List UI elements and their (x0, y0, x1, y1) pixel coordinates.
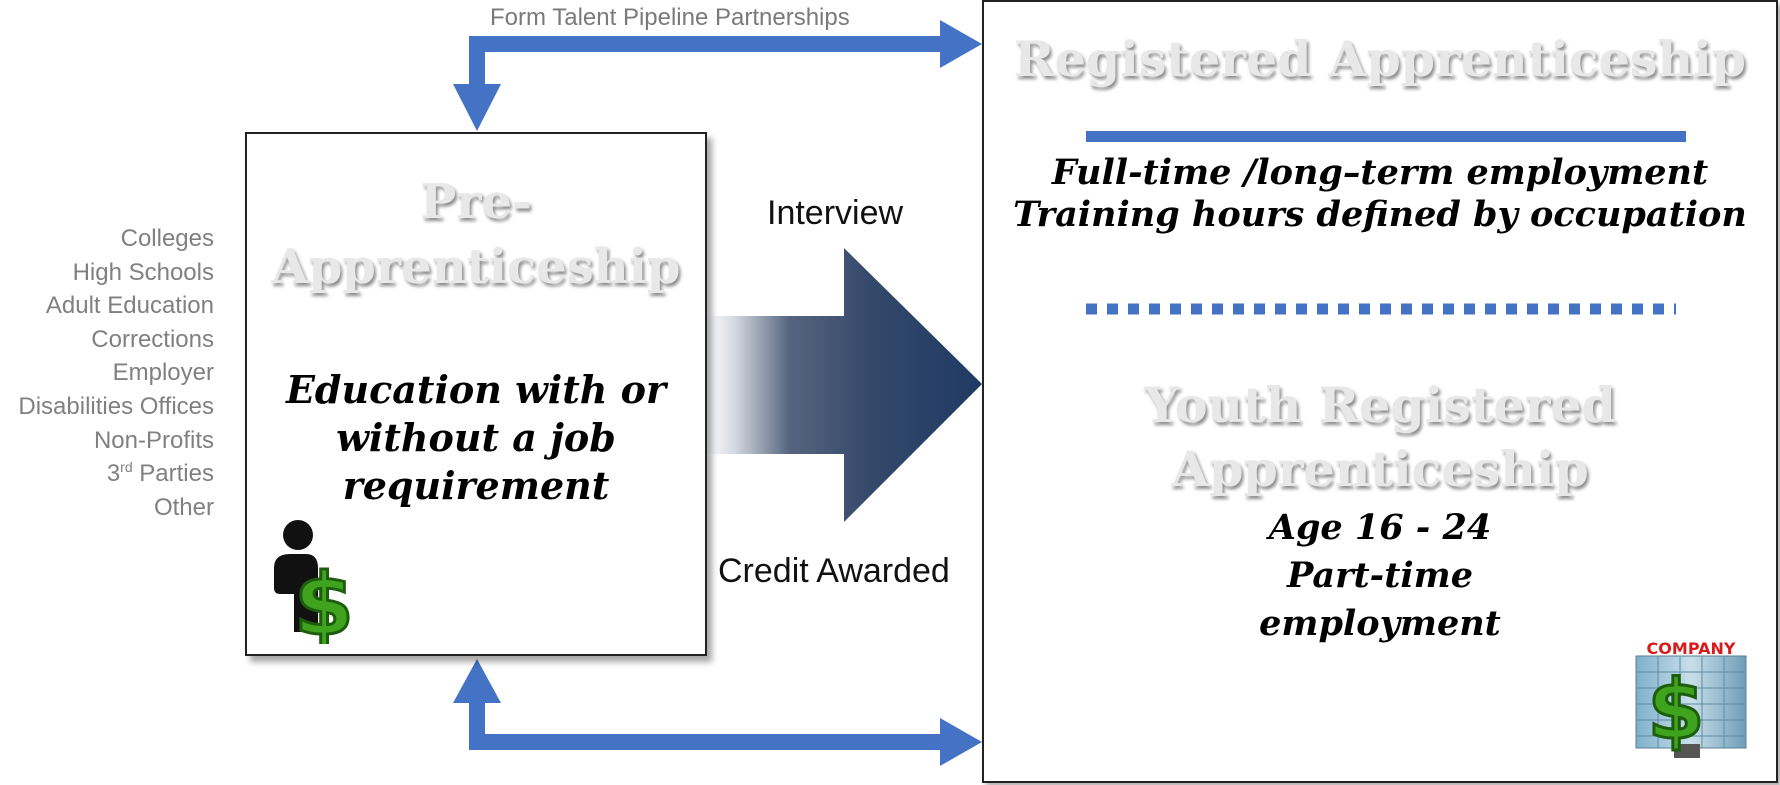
source-item: Other (153, 493, 214, 521)
pre-apprenticeship-box (245, 132, 707, 656)
registered-apprenticeship-details: Full-time /long–term employment Training… (1013, 152, 1747, 235)
youth-apprenticeship-title: Youth Registered Apprenticeship (1144, 376, 1616, 498)
solid-divider (1086, 131, 1686, 142)
registered-apprenticeship-box (982, 0, 1778, 783)
youth-apprenticeship-details: Age 16 - 24 Part-time employment (1259, 507, 1501, 644)
pre-apprenticeship-title: Pre- Apprenticeship (271, 174, 681, 295)
source-item: Non-Profits (93, 426, 214, 454)
bottom-connector-arrow (453, 659, 982, 766)
dotted-divider (1086, 303, 1676, 315)
source-item: High Schools (72, 258, 214, 286)
source-item: Adult Education (45, 292, 214, 320)
top-arrow-label: Form Talent Pipeline Partnerships (490, 4, 850, 31)
source-item-third-parties: 3rd Parties (106, 459, 214, 488)
credit-awarded-label: Credit Awarded (718, 552, 950, 590)
source-item: Colleges (120, 225, 214, 252)
interview-label: Interview (767, 194, 904, 232)
registered-apprenticeship-title: Registered Apprenticeship (1014, 30, 1746, 88)
pre-apprenticeship-description: Education with or without a job requirem… (285, 367, 667, 508)
svg-text:$: $ (1647, 663, 1704, 758)
flow-arrow (707, 248, 982, 522)
person-dollar-icon: $ (274, 520, 355, 644)
top-connector-arrow (453, 20, 982, 131)
source-list: Colleges High Schools Adult Education Co… (0, 222, 214, 524)
source-item: Corrections (91, 325, 214, 353)
source-item: Employer (112, 359, 214, 387)
company-dollar-icon: COMPANY $ (1635, 639, 1747, 760)
svg-text:COMPANY: COMPANY (1647, 639, 1736, 658)
svg-text:$: $ (294, 555, 354, 644)
source-item: Disabilities Offices (18, 392, 214, 420)
